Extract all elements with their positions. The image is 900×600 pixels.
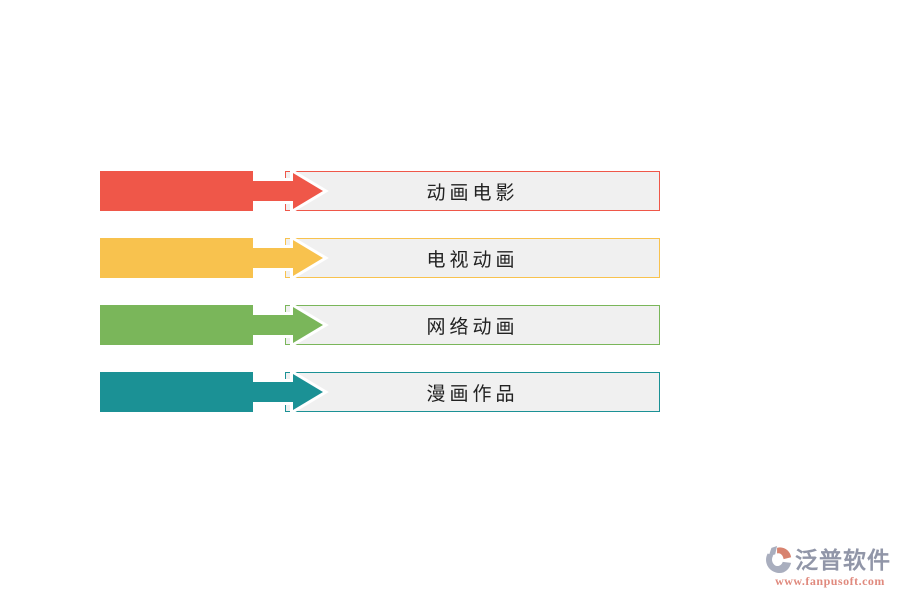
watermark-brand-text: 泛普软件 xyxy=(795,547,891,573)
watermark-top: 泛普软件 xyxy=(763,545,897,575)
block-arrow-icon xyxy=(97,234,329,282)
row-label: 网络动画 xyxy=(426,316,519,338)
block-arrow-icon xyxy=(97,301,329,349)
row-label: 动画电影 xyxy=(426,182,519,204)
diagram-row: 网络动画 xyxy=(97,301,660,349)
label-box: 网络动画 xyxy=(285,305,660,345)
watermark: 泛普软件 www.fanpusoft.com xyxy=(763,545,897,589)
label-box: 漫画作品 xyxy=(285,372,660,412)
row-label: 电视动画 xyxy=(426,249,519,271)
diagram-row: 漫画作品 xyxy=(97,368,660,416)
arrow-list-diagram: 动画电影 电视动画 网络动画 xyxy=(97,167,660,439)
fanpu-swirl-logo-icon xyxy=(766,545,792,574)
block-arrow-icon xyxy=(97,167,329,215)
watermark-url-text: www.fanpusoft.com xyxy=(775,574,885,588)
block-arrow-icon xyxy=(97,368,329,416)
diagram-row: 动画电影 xyxy=(97,167,660,215)
label-box: 动画电影 xyxy=(285,171,660,211)
row-label: 漫画作品 xyxy=(426,383,519,405)
label-box: 电视动画 xyxy=(285,238,660,278)
diagram-row: 电视动画 xyxy=(97,234,660,282)
